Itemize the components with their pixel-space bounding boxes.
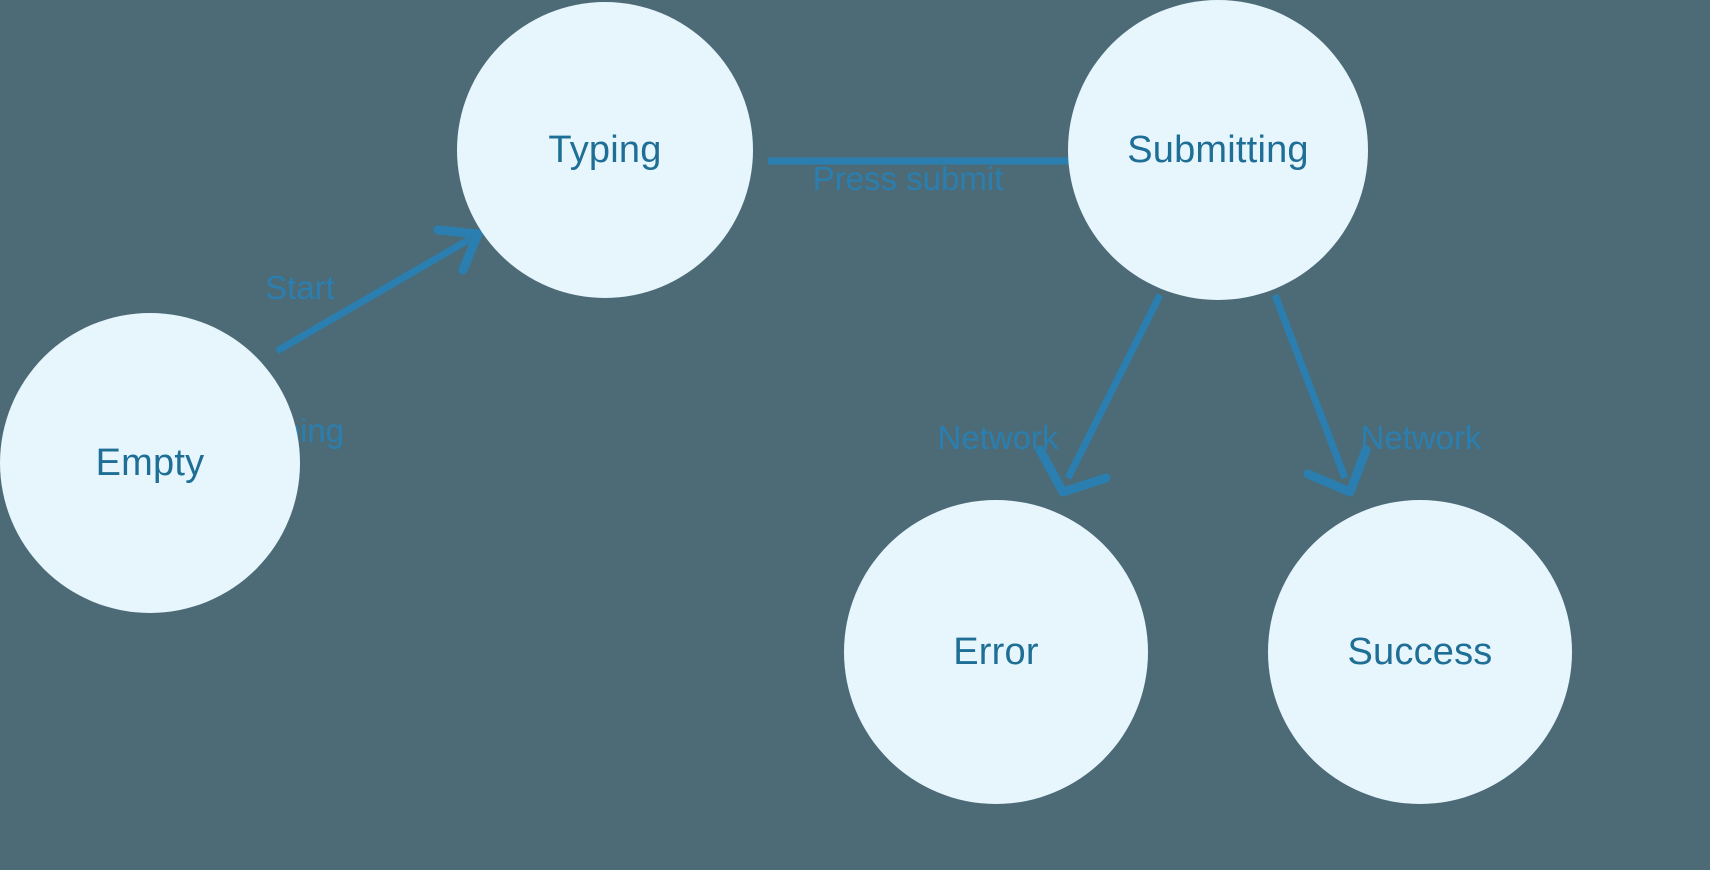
state-node-label: Typing [548, 129, 662, 171]
edge-label-line: Press submit [812, 159, 1004, 197]
edge-label-line: Network [937, 418, 1059, 456]
state-node-empty[interactable]: Empty [0, 313, 300, 613]
state-node-typing[interactable]: Typing [457, 2, 753, 298]
state-node-label: Error [953, 631, 1039, 673]
state-node-submitting[interactable]: Submitting [1068, 0, 1368, 300]
state-node-label: Submitting [1127, 129, 1309, 171]
state-node-label: Success [1347, 631, 1493, 673]
state-node-label: Empty [95, 442, 205, 484]
edge-label-line: Network [1360, 418, 1482, 456]
state-node-success[interactable]: Success [1268, 500, 1572, 804]
state-node-error[interactable]: Error [844, 500, 1148, 804]
edge-label-press-submit: Press submit [763, 59, 1053, 298]
edge-label-line: Start [265, 268, 335, 306]
arrowhead-empty-to-typing [433, 225, 483, 275]
